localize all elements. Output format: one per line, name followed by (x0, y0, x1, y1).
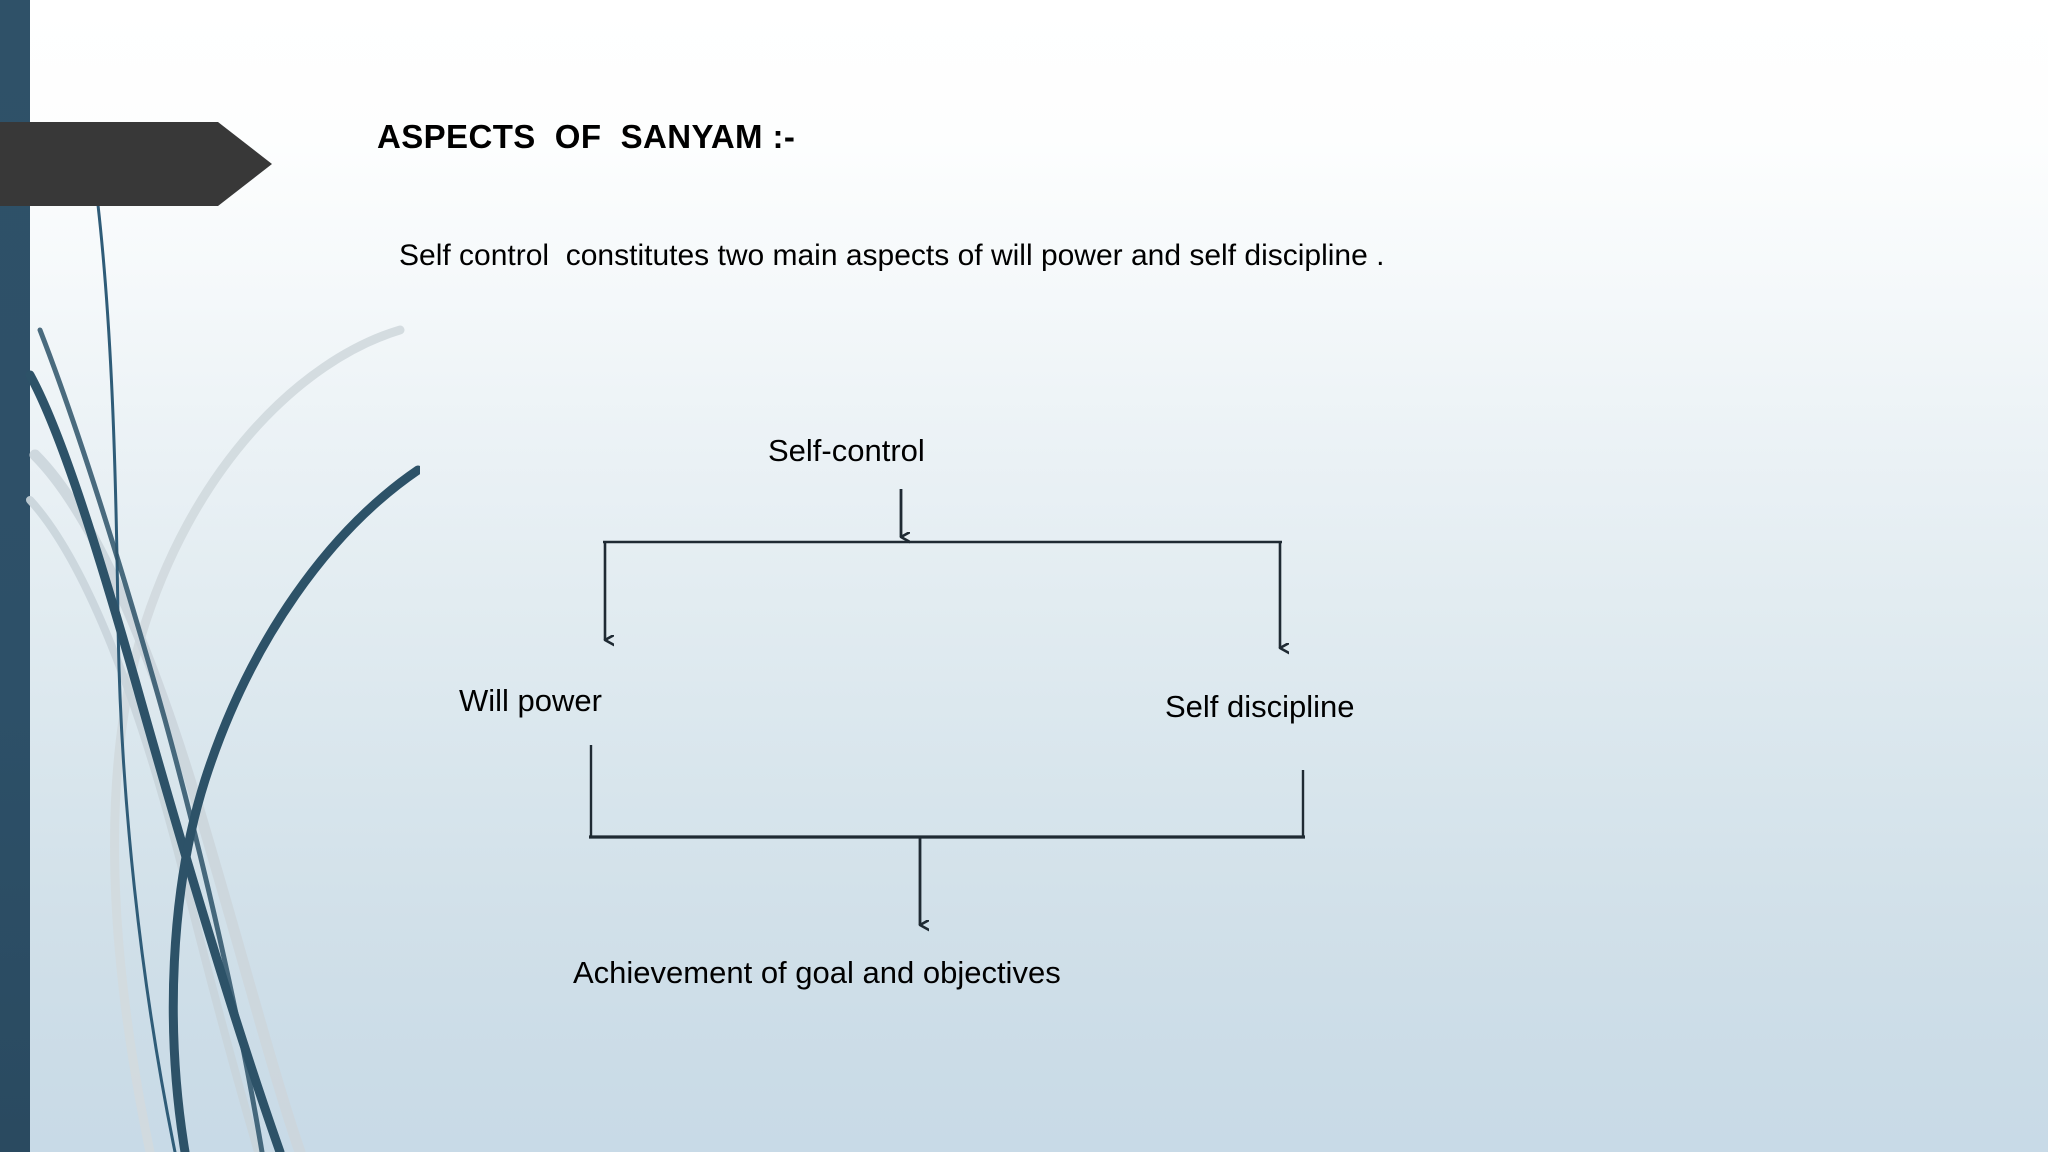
title-banner-arrow (0, 122, 272, 206)
flow-node-will-power: Will power (459, 683, 602, 718)
flow-node-self-control: Self-control (768, 433, 925, 468)
page-title: ASPECTS OF SANYAM :- (377, 118, 796, 155)
body-paragraph: Self control constitutes two main aspect… (399, 239, 1385, 272)
flow-node-self-discipline: Self discipline (1165, 689, 1355, 724)
flow-node-achievement: Achievement of goal and objectives (573, 955, 1061, 990)
